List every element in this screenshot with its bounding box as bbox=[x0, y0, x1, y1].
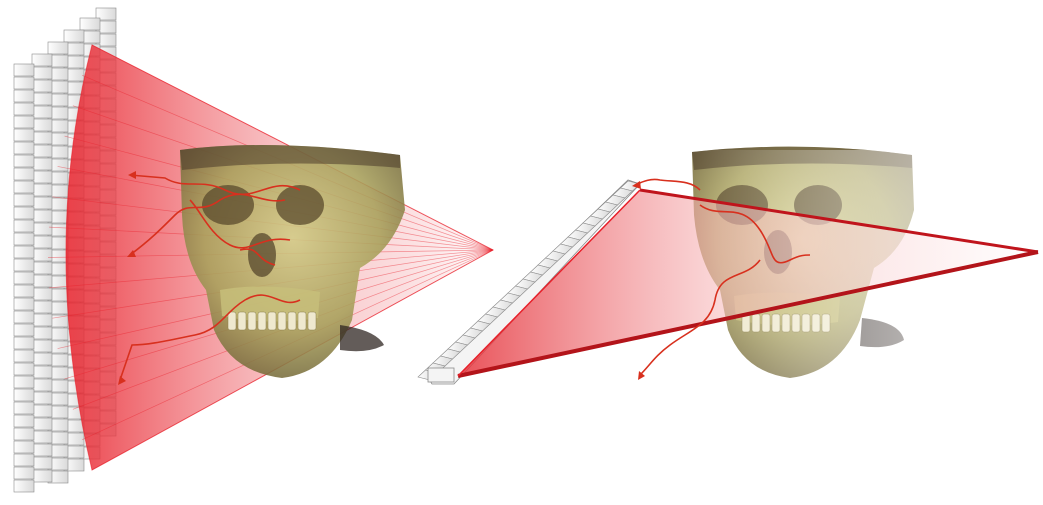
detector-tile bbox=[32, 275, 52, 287]
detector-tile bbox=[14, 64, 34, 76]
detector-tile bbox=[32, 366, 52, 378]
detector-tile bbox=[32, 340, 52, 352]
detector-end-cap bbox=[428, 368, 454, 382]
tooth bbox=[228, 312, 236, 330]
detector-tile bbox=[14, 441, 34, 453]
detector-tile bbox=[32, 132, 52, 144]
detector-tile bbox=[32, 418, 52, 430]
detector-tile bbox=[32, 288, 52, 300]
detector-tile bbox=[32, 301, 52, 313]
skull-teeth bbox=[228, 312, 316, 330]
detector-tile bbox=[80, 18, 100, 30]
detector-tile bbox=[32, 327, 52, 339]
tooth bbox=[278, 312, 286, 330]
fan-beam-panel bbox=[418, 147, 1038, 384]
detector-tile bbox=[14, 142, 34, 154]
tooth bbox=[238, 312, 246, 330]
detector-tile bbox=[14, 181, 34, 193]
detector-tile bbox=[14, 324, 34, 336]
detector-tile bbox=[14, 220, 34, 232]
detector-tile bbox=[14, 376, 34, 388]
detector-tile bbox=[32, 223, 52, 235]
detector-tile bbox=[14, 116, 34, 128]
detector-tile bbox=[14, 337, 34, 349]
cone-beam-panel bbox=[14, 8, 493, 492]
detector-tile bbox=[32, 314, 52, 326]
detector-tile bbox=[14, 363, 34, 375]
detector-tile bbox=[14, 415, 34, 427]
detector-tile bbox=[14, 428, 34, 440]
detector-tile bbox=[32, 405, 52, 417]
detector-tile bbox=[32, 80, 52, 92]
detector-tile bbox=[14, 246, 34, 258]
detector-tile bbox=[32, 145, 52, 157]
detector-tile bbox=[14, 194, 34, 206]
detector-tile bbox=[32, 249, 52, 261]
detector-tile bbox=[32, 171, 52, 183]
detector-tile bbox=[14, 350, 34, 362]
skull-orbit-right bbox=[276, 185, 324, 225]
detector-tile bbox=[32, 470, 52, 482]
detector-tile bbox=[32, 210, 52, 222]
detector-tile bbox=[32, 236, 52, 248]
detector-tile bbox=[14, 155, 34, 167]
detector-tile bbox=[14, 168, 34, 180]
detector-tile bbox=[32, 431, 52, 443]
detector-tile bbox=[32, 197, 52, 209]
tooth bbox=[308, 312, 316, 330]
detector-tile bbox=[14, 285, 34, 297]
tooth bbox=[298, 312, 306, 330]
detector-tile bbox=[32, 54, 52, 66]
detector-tile bbox=[48, 42, 68, 54]
detector-tile bbox=[32, 67, 52, 79]
detector-tile bbox=[64, 30, 84, 42]
detector-tile bbox=[14, 467, 34, 479]
detector-tile bbox=[32, 158, 52, 170]
detector-tile bbox=[32, 184, 52, 196]
detector-tile bbox=[32, 379, 52, 391]
detector-tile bbox=[32, 106, 52, 118]
detector-tile bbox=[14, 311, 34, 323]
detector-tile bbox=[32, 93, 52, 105]
detector-tile bbox=[14, 90, 34, 102]
detector-tile bbox=[14, 77, 34, 89]
detector-tile bbox=[14, 480, 34, 492]
detector-tile bbox=[14, 402, 34, 414]
detector-tile bbox=[32, 457, 52, 469]
detector-tile bbox=[14, 298, 34, 310]
skull-mandible-shadow bbox=[340, 325, 384, 351]
detector-tile bbox=[14, 259, 34, 271]
detector-tile bbox=[32, 119, 52, 131]
detector-tile bbox=[14, 207, 34, 219]
tooth bbox=[288, 312, 296, 330]
detector-tile bbox=[32, 262, 52, 274]
detector-tile bbox=[14, 389, 34, 401]
detector-tile bbox=[14, 272, 34, 284]
detector-tile bbox=[32, 444, 52, 456]
detector-tile bbox=[32, 353, 52, 365]
tooth bbox=[268, 312, 276, 330]
detector-tile bbox=[14, 454, 34, 466]
detector-tile bbox=[32, 392, 52, 404]
tooth bbox=[258, 312, 266, 330]
detector-tile bbox=[14, 103, 34, 115]
detector-tile bbox=[14, 233, 34, 245]
tooth bbox=[248, 312, 256, 330]
detector-tile bbox=[14, 129, 34, 141]
